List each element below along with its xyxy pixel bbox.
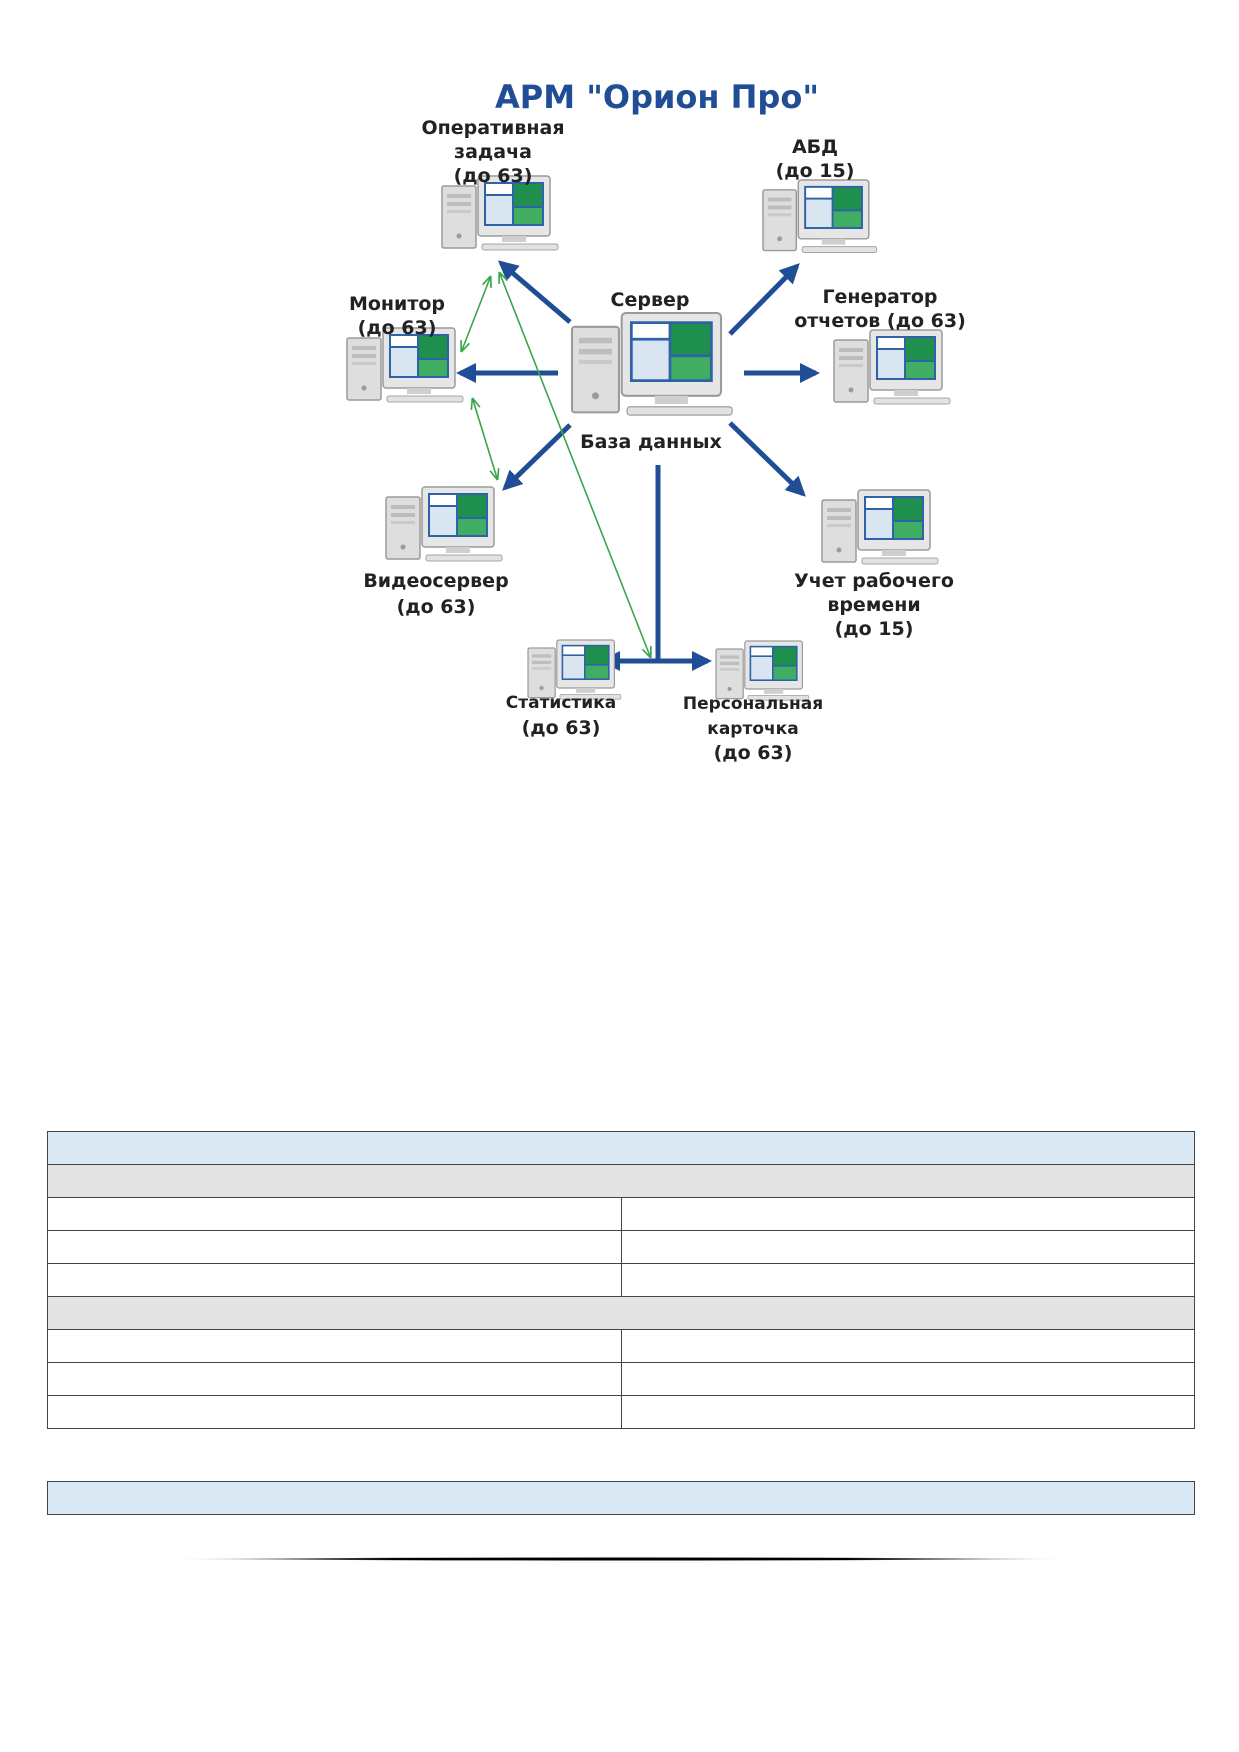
table-header-row <box>47 1481 1195 1515</box>
table-cell <box>47 1329 622 1363</box>
label-database: База данных <box>580 431 722 453</box>
table-row <box>47 1263 1195 1297</box>
table-cell <box>47 1395 622 1429</box>
arrow-server-to-video-server <box>502 423 572 491</box>
svg-text:(до 63): (до 63) <box>714 742 793 764</box>
svg-text:Видеосервер: Видеосервер <box>363 570 508 592</box>
svg-text:(до 63): (до 63) <box>454 165 533 187</box>
table-cell <box>47 1230 622 1264</box>
svg-text:(до 63): (до 63) <box>397 596 476 618</box>
diagram-title: АРМ "Орион Про" <box>495 78 819 116</box>
svg-text:Оперативная: Оперативная <box>421 117 564 139</box>
table-header-cell <box>47 1131 1195 1165</box>
table-group-cell <box>47 1296 1195 1330</box>
svg-text:Статистика: Статистика <box>506 693 616 713</box>
table-cell <box>620 1230 1195 1264</box>
table-row <box>47 1230 1195 1264</box>
svg-text:(до 63): (до 63) <box>358 317 437 339</box>
label-monitor: Монитор (до 63) <box>349 293 445 339</box>
table-cell <box>620 1263 1195 1297</box>
table-row <box>47 1329 1195 1363</box>
table-row <box>47 1362 1195 1396</box>
svg-text:отчетов (до 63): отчетов (до 63) <box>794 310 966 332</box>
table-cell <box>620 1395 1195 1429</box>
abd-computer-icon <box>762 179 878 254</box>
table-cell <box>47 1197 622 1231</box>
svg-text:АБД: АБД <box>792 136 838 158</box>
table-group-row <box>47 1296 1195 1330</box>
link-operative-monitor <box>462 278 490 350</box>
label-abd: АБД (до 15) <box>776 136 855 182</box>
label-report-generator: Генератор отчетов (до 63) <box>794 286 966 332</box>
arrow-server-to-operative <box>497 260 572 324</box>
label-operative: Оперативная задача (до 63) <box>421 117 564 187</box>
table-row <box>47 1395 1195 1429</box>
server-computer-icon <box>570 311 734 417</box>
svg-text:времени: времени <box>827 594 920 616</box>
table-cell <box>47 1362 622 1396</box>
label-personal-card: Персональная карточка (до 63) <box>683 694 823 764</box>
svg-text:(до 63): (до 63) <box>522 717 601 739</box>
report-generator-computer-icon <box>833 329 951 405</box>
table-group-row <box>47 1164 1195 1198</box>
spec-table-2 <box>47 1481 1195 1515</box>
table-row <box>47 1197 1195 1231</box>
arrow-server-to-time-tracking <box>728 421 806 497</box>
table-group-cell <box>47 1164 1195 1198</box>
svg-text:Монитор: Монитор <box>349 293 445 315</box>
svg-text:карточка: карточка <box>707 719 798 739</box>
table-header-cell <box>47 1481 1195 1515</box>
svg-text:(до 15): (до 15) <box>776 160 855 182</box>
table-cell <box>620 1362 1195 1396</box>
operative-computer-icon <box>441 175 559 251</box>
svg-text:Генератор: Генератор <box>822 286 937 308</box>
label-video-server: Видеосервер (до 63) <box>363 570 508 618</box>
table-cell <box>620 1329 1195 1363</box>
table-header-row <box>47 1131 1195 1165</box>
arrow-server-to-abd <box>728 263 800 336</box>
link-monitor-video-server <box>473 400 497 478</box>
spec-table <box>47 1131 1195 1429</box>
footer-divider <box>170 1557 1070 1561</box>
svg-text:задача: задача <box>454 141 532 163</box>
label-server: Сервер <box>611 289 690 311</box>
svg-text:Сервер: Сервер <box>611 289 690 311</box>
architecture-diagram: АРМ "Орион Про" Оперативная задача (до 6… <box>346 78 966 764</box>
svg-text:Персональная: Персональная <box>683 694 823 714</box>
video-server-computer-icon <box>385 486 503 562</box>
table-cell <box>620 1197 1195 1231</box>
svg-text:База данных: База данных <box>580 431 722 453</box>
time-tracking-computer-icon <box>821 489 939 565</box>
personal-card-computer-icon <box>715 640 810 701</box>
link-operative-personal-card <box>500 274 650 656</box>
label-time-tracking: Учет рабочего времени (до 15) <box>794 570 954 640</box>
svg-text:Учет рабочего: Учет рабочего <box>794 570 954 592</box>
monitor-computer-icon <box>346 327 464 403</box>
svg-text:(до 15): (до 15) <box>835 618 914 640</box>
label-statistics: Статистика (до 63) <box>506 693 616 739</box>
table-cell <box>47 1263 622 1297</box>
statistics-computer-icon <box>527 639 622 700</box>
